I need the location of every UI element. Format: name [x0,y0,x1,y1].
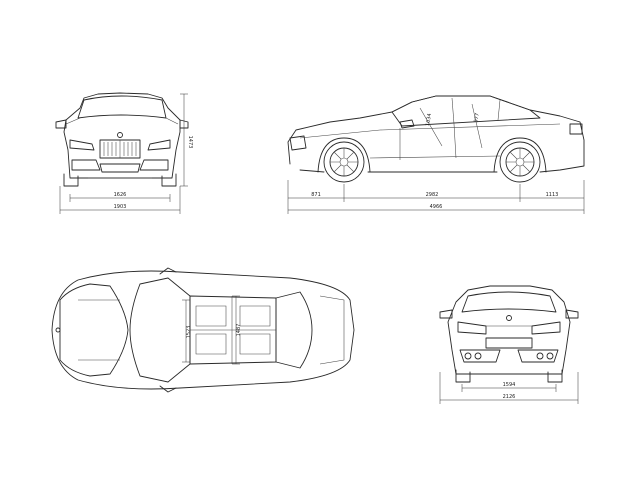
rear-view [439,285,579,383]
rear-dimension-lines: 1594 2126 [439,372,579,404]
rear-track-label: 1594 [503,382,516,388]
rear-overhang-label: 1113 [546,192,559,198]
front-width-label: 1903 [114,204,127,210]
interior-width-a-label: 1523 [186,326,192,339]
interior-width-b-label: 1487 [236,324,242,337]
front-overhang-label: 871 [311,192,321,198]
wheelbase-label: 2982 [426,192,439,198]
top-view [51,267,355,393]
side-view [287,95,585,183]
overall-length-label: 4966 [430,204,443,210]
top-dimension-lines: 1523 1487 [182,295,242,365]
side-dimension-lines: 871 2982 1113 4966 1034 977 [287,103,585,214]
front-dimension-lines: 1626 1903 1473 [59,93,193,214]
front-track-label: 1626 [114,192,127,198]
height-label: 1473 [187,136,193,149]
overall-width-label: 2126 [503,394,516,400]
headroom-rear-label: 977 [473,113,481,123]
headroom-front-label: 1034 [425,113,433,127]
front-view [55,92,189,187]
